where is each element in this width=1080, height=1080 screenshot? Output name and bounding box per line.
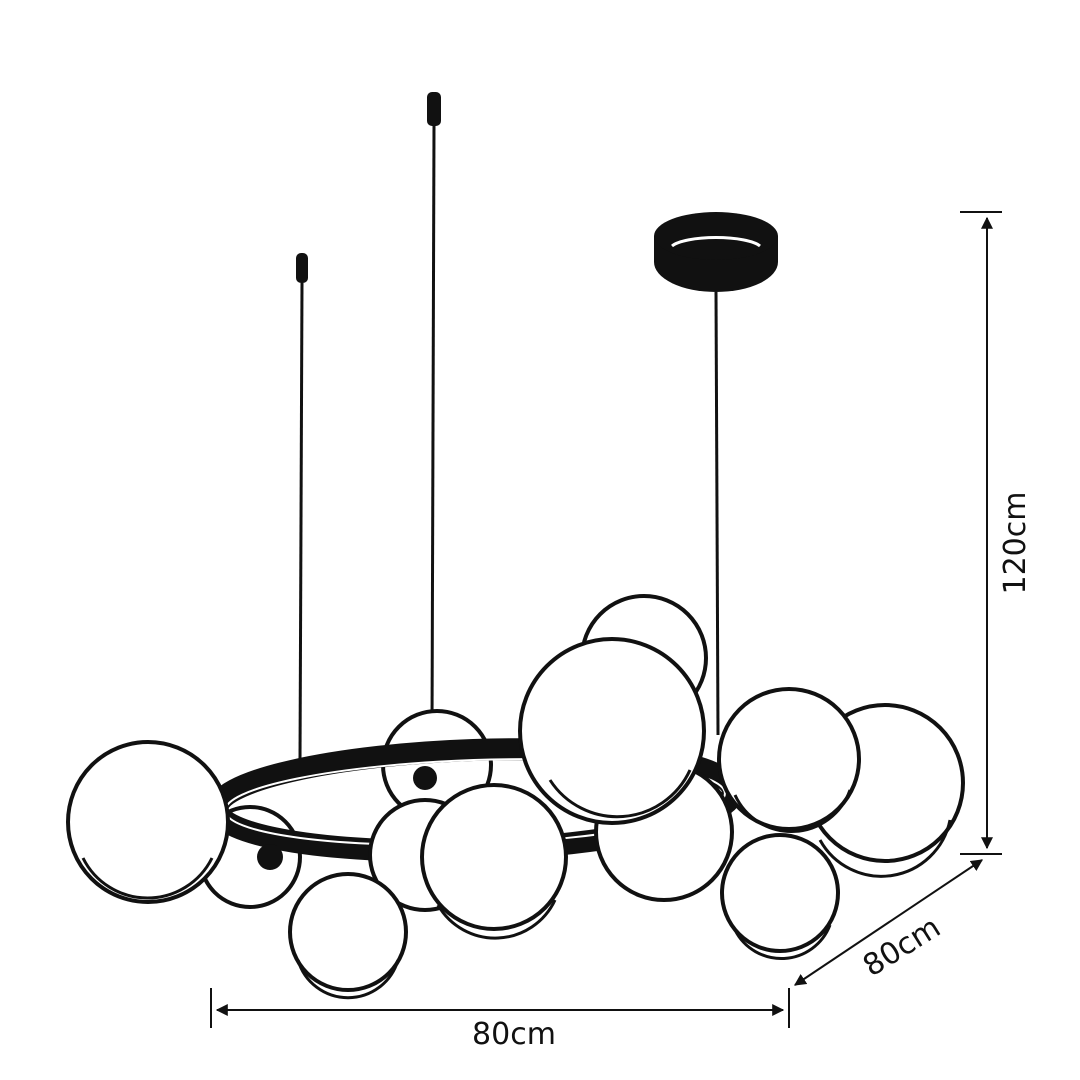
suspension-left bbox=[296, 253, 308, 761]
globe bbox=[518, 637, 706, 825]
cable-cap-left bbox=[296, 253, 308, 283]
width-dimension: 80cm bbox=[210, 988, 790, 1052]
globe bbox=[66, 740, 230, 904]
ceiling-canopy bbox=[654, 212, 778, 736]
suspension-middle bbox=[427, 92, 441, 731]
width-label: 80cm bbox=[472, 1017, 556, 1052]
globe bbox=[720, 833, 840, 953]
sockets bbox=[257, 766, 437, 870]
cable-canopy bbox=[714, 291, 720, 736]
globes-front bbox=[66, 637, 861, 992]
height-dimension: 120cm bbox=[960, 211, 1033, 855]
cable-left bbox=[298, 282, 304, 761]
globe bbox=[288, 872, 408, 992]
globe bbox=[717, 687, 861, 831]
globe bbox=[420, 783, 568, 931]
depth-arrow bbox=[794, 859, 983, 986]
height-label: 120cm bbox=[998, 492, 1033, 595]
depth-label: 80cm bbox=[857, 910, 947, 984]
cable-middle bbox=[430, 125, 436, 731]
cable-cap-middle bbox=[427, 92, 441, 126]
